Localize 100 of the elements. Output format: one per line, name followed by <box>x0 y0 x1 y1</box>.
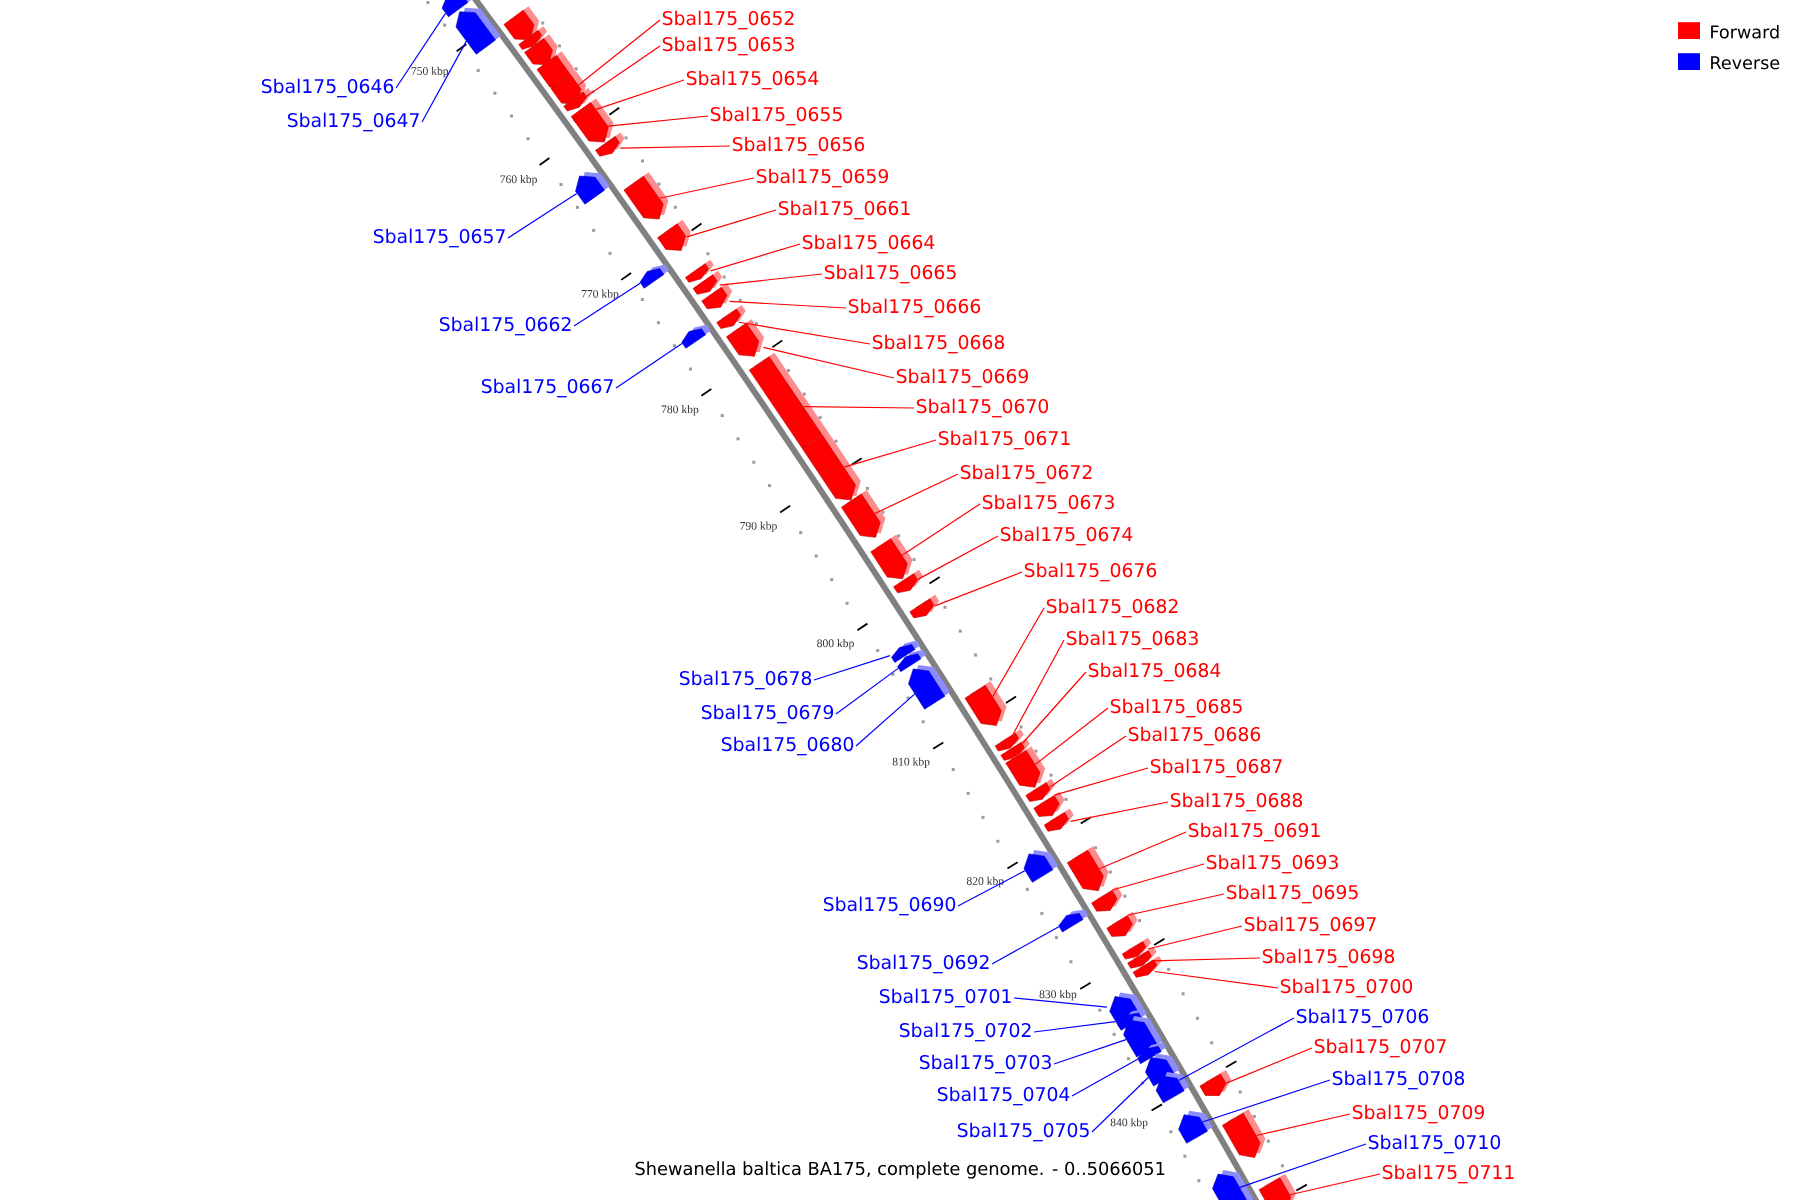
leader-line <box>395 12 447 89</box>
leader-line <box>1021 671 1087 745</box>
leader-line <box>1091 1076 1149 1133</box>
gene-label: Sbal175_0695 <box>1226 884 1358 904</box>
gene-block <box>1178 1110 1213 1144</box>
gene-block <box>657 219 691 251</box>
leader-line <box>874 473 959 515</box>
leader-line <box>710 243 801 272</box>
gene-label: Sbal175_0702 <box>899 1022 1031 1042</box>
leader-line <box>1053 1038 1127 1065</box>
leader-line <box>992 607 1045 698</box>
gene-label: Sbal175_0692 <box>857 954 989 974</box>
gene-label: Sbal175_0706 <box>1296 1008 1429 1028</box>
gene-label: Sbal175_0705 <box>957 1122 1089 1142</box>
gene-label: Sbal175_0685 <box>1110 698 1242 718</box>
gene-label: Sbal175_0690 <box>823 896 956 916</box>
gene-block <box>1043 808 1074 832</box>
gene-block <box>749 352 828 450</box>
leader-line <box>507 192 578 239</box>
gene-block <box>1222 1109 1266 1158</box>
leader-line <box>686 209 777 238</box>
gene-label: Sbal175_0680 <box>721 736 854 756</box>
gene-block <box>681 324 711 349</box>
gene-label: Sbal175_0698 <box>1262 948 1395 968</box>
gene-label: Sbal175_0684 <box>1088 662 1221 682</box>
gene-label: Sbal175_0688 <box>1170 792 1303 812</box>
leader-line <box>1202 1079 1331 1123</box>
leader-line <box>1048 735 1127 788</box>
gene-label: Sbal175_0676 <box>1024 562 1157 582</box>
gene-label: Sbal175_0686 <box>1128 726 1261 746</box>
gene-label: Sbal175_0661 <box>778 200 910 220</box>
gene-label: Sbal175_0662 <box>439 316 571 336</box>
gene-block <box>909 594 940 619</box>
gene-label: Sbal175_0697 <box>1244 916 1376 936</box>
gene-block <box>573 101 614 143</box>
leader-line <box>573 282 641 327</box>
gene-label: Sbal175_0669 <box>896 368 1029 388</box>
gene-label: Sbal175_0665 <box>824 264 956 284</box>
gene-label: Sbal175_0711 <box>1382 1164 1514 1184</box>
gene-block <box>639 264 670 289</box>
leader-line <box>586 45 661 97</box>
gene-label: Sbal175_0683 <box>1066 630 1198 650</box>
gene-block <box>1058 909 1089 933</box>
gene-label: Sbal175_0678 <box>679 670 812 690</box>
leader-line <box>917 535 999 580</box>
gene-label: Sbal175_0691 <box>1188 822 1320 842</box>
leader-line <box>1071 1058 1139 1097</box>
gene-block <box>716 305 746 329</box>
leader-line <box>991 926 1060 965</box>
leader-line <box>1053 767 1149 796</box>
leader-line <box>843 439 937 468</box>
leader-line <box>813 655 891 681</box>
leader-line <box>1013 997 1108 1008</box>
gene-label: Sbal175_0708 <box>1332 1070 1465 1090</box>
leader-line <box>835 667 899 715</box>
leader-line <box>1012 639 1065 735</box>
gene-block <box>870 534 913 580</box>
leader-line <box>719 273 823 286</box>
leader-line <box>1289 1173 1381 1196</box>
gene-block <box>1033 791 1065 817</box>
gene-block <box>623 172 669 220</box>
gene-block <box>455 7 501 55</box>
leader-line <box>762 346 895 379</box>
leader-line <box>855 693 916 747</box>
gene-label: Sbal175_0709 <box>1352 1104 1485 1124</box>
gene-label: Sbal175_0646 <box>261 78 394 98</box>
gene-block <box>595 132 625 157</box>
gene-label: Sbal175_0707 <box>1314 1038 1446 1058</box>
leader-line <box>1255 1113 1351 1137</box>
leader-line <box>729 300 847 309</box>
gene-block <box>841 489 886 538</box>
gene-block <box>1023 849 1059 883</box>
leader-line <box>1151 957 1261 962</box>
gene-block <box>802 431 861 501</box>
gene-label: Sbal175_0652 <box>662 10 794 30</box>
gene-block <box>1091 886 1123 912</box>
leader-line <box>1098 831 1187 870</box>
gene-block <box>1258 1173 1297 1200</box>
leader-line <box>1239 1143 1367 1188</box>
leader-line <box>1111 863 1205 891</box>
gene-block <box>908 664 951 710</box>
gene-label: Sbal175_0647 <box>287 112 419 132</box>
gene-label: Sbal175_0667 <box>481 378 613 398</box>
leader-line <box>1034 707 1109 765</box>
gene-label: Sbal175_0704 <box>937 1086 1070 1106</box>
gene-label: Sbal175_0655 <box>710 106 842 126</box>
leader-line <box>595 79 685 111</box>
leader-line <box>607 115 709 127</box>
leader-line <box>1126 893 1225 916</box>
gene-block <box>701 283 733 310</box>
gene-label: Sbal175_0656 <box>732 136 865 156</box>
leader-line <box>1225 1047 1313 1084</box>
gene-label: Sbal175_0659 <box>756 168 889 188</box>
gene-block <box>575 172 610 205</box>
leader-line <box>1069 801 1169 822</box>
gene-label: Sbal175_0670 <box>916 398 1049 418</box>
leader-line <box>802 405 915 409</box>
legend-label: Forward <box>1711 25 1779 39</box>
genome-title: Shewanella baltica BA175, complete genome. - 0..5066051 <box>635 1161 1165 1179</box>
gene-block <box>964 681 1007 726</box>
